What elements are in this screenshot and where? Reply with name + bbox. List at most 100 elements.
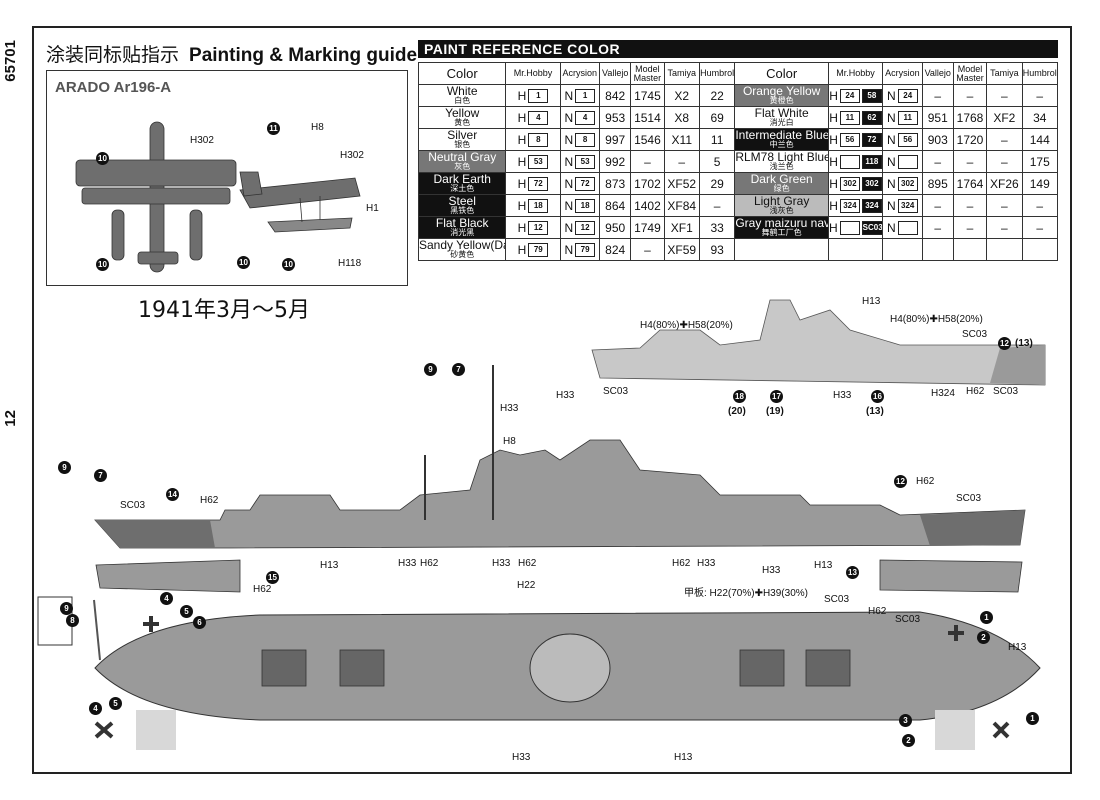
color-name: Flat White: [754, 106, 809, 120]
paint-code-box: 1: [528, 88, 549, 103]
tamiya-cell: XF1: [663, 216, 700, 239]
humbrol-cell: 11: [698, 128, 736, 151]
humbrol-cell: –: [698, 194, 736, 217]
tamiya-cell: XF2: [986, 106, 1023, 129]
callout-5-a: 5: [180, 605, 193, 618]
turret-dora: [261, 649, 307, 687]
paint-code-box: [897, 154, 918, 169]
turret-bruno: [739, 649, 785, 687]
color-name-chinese: 浅兰色: [769, 162, 794, 171]
humbrol-cell: 22: [698, 84, 736, 107]
paint-code-box: 8: [528, 132, 549, 147]
paint-code-box: 8: [575, 132, 596, 147]
paint-code-box-dark: SC03: [861, 220, 882, 235]
label-h302-top: H302: [190, 135, 214, 146]
arado-float-left: [111, 209, 125, 261]
callout-paren-19: (19): [766, 406, 784, 417]
humbrol-cell: 149: [1021, 172, 1059, 195]
paint-code-box: 1: [575, 88, 596, 103]
callout-10-a: 10: [96, 152, 109, 165]
callout-7-a: 7: [452, 363, 465, 376]
mm-cell: 1702: [630, 172, 665, 195]
label-h8-arado: H8: [311, 122, 324, 133]
label-h62-lower: H62: [253, 584, 272, 595]
callout-12-a: 12: [894, 475, 907, 488]
label-h62-side-3: H62: [672, 558, 691, 569]
label-h62-side-1: H62: [420, 558, 439, 569]
callout-3: 3: [899, 714, 912, 727]
label-h62-stern: H62: [200, 495, 219, 506]
ship-side-bow: [920, 510, 1025, 546]
paint-code-box: 324: [897, 198, 918, 213]
turret-caesar: [339, 649, 385, 687]
paint-code-box-dark: 302: [861, 176, 882, 191]
label-sc03-top: SC03: [824, 594, 850, 605]
paint-code-box: 72: [575, 176, 596, 191]
color-name: Light Gray: [753, 194, 810, 208]
callout-paren-13-a: (13): [1015, 338, 1033, 349]
arado-title: ARADO Ar196-A: [55, 79, 172, 96]
color-name: Orange Yellow: [742, 84, 821, 98]
color-name-chinese: 浅灰色: [769, 206, 794, 215]
color-name-chinese: 灰色: [454, 162, 471, 171]
vallejo-cell: 824: [599, 238, 632, 261]
tamiya-cell: X11: [663, 128, 700, 151]
paint-code-box: 12: [528, 220, 549, 235]
label-mix-aft: H4(80%)✚H58(20%): [640, 320, 733, 331]
label-h324: H324: [931, 388, 955, 399]
color-name-cell: Gray maizuru naval yard舞鹤工厂色: [734, 216, 829, 239]
color-name: RLM78 Light Blue: [735, 150, 829, 164]
humbrol-cell: –: [1021, 216, 1059, 239]
callout-18: 18: [733, 390, 746, 403]
arado-wing-lower: [81, 187, 231, 205]
ship-side-profile: [94, 439, 1026, 549]
page-frame: [32, 26, 1072, 774]
paint-row: Sandy Yellow(Dark Yellow)砂黄色H79N79824–XF…: [417, 238, 1059, 261]
paint-code-box: 11: [897, 110, 918, 125]
color-name-chinese: 砂黄色: [450, 250, 475, 259]
col-humbrol-2: Humbrol: [1021, 62, 1059, 85]
mm-cell: 1402: [630, 194, 665, 217]
arado-side-float: [267, 217, 353, 233]
label-mix-fwd: H4(80%)✚H58(20%): [890, 314, 983, 325]
callout-1-a: 1: [980, 611, 993, 624]
aircraft-cross-markings: [94, 616, 1010, 739]
color-name: Intermediate Blue: [735, 128, 829, 142]
label-h13-side-2: H13: [814, 560, 833, 571]
label-h62-side-2: H62: [518, 558, 537, 569]
label-h62-bow: H62: [916, 476, 935, 487]
paint-code-box: 302: [897, 176, 918, 191]
callout-5-b: 5: [109, 697, 122, 710]
color-name-chinese: 舞鹤工厂色: [761, 228, 802, 237]
arado-strut-2: [299, 197, 303, 223]
color-name: White: [446, 84, 478, 98]
callout-11: 11: [267, 122, 280, 135]
paint-code-box: [839, 220, 860, 235]
callout-2-a: 2: [977, 631, 990, 644]
turret-anton: [805, 649, 851, 687]
arado-tailplane: [137, 251, 179, 265]
title-english: Painting & Marking guide: [189, 45, 418, 66]
callout-16: 16: [871, 390, 884, 403]
color-name-chinese: 黄色: [454, 118, 471, 127]
color-name: Dark Earth: [433, 172, 491, 186]
paint-code-box: 53: [528, 154, 549, 169]
callout-paren-20: (20): [728, 406, 746, 417]
title-chinese: 涂装同标贴指示: [46, 44, 180, 66]
label-h62-top: H62: [868, 606, 887, 617]
paint-code-box: 56: [839, 132, 860, 147]
color-name-chinese: 白色: [454, 96, 471, 105]
paint-code-box-dark: 324: [861, 198, 882, 213]
paint-code-box-dark: 58: [861, 88, 882, 103]
